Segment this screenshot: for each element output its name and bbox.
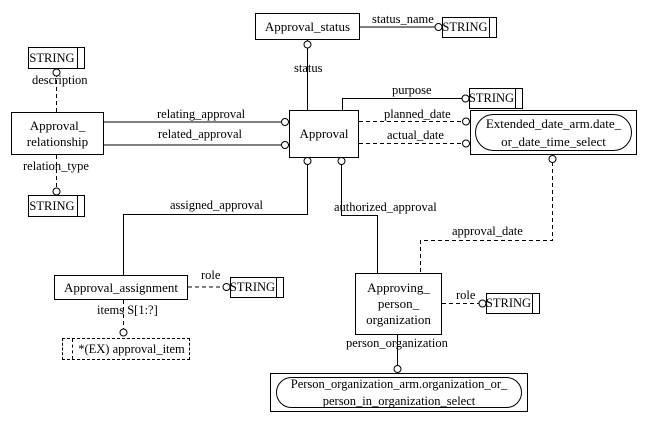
label-status-name: status_name (372, 12, 434, 26)
label-status: status (294, 61, 323, 75)
double-edge (532, 294, 533, 313)
select-person-organization-stadium: Person_organization_arm.organization_or_… (276, 377, 522, 408)
approving-line1: Approving_ (367, 280, 430, 296)
approval-item-inner-line (72, 339, 73, 359)
string-label: STRING (485, 296, 532, 310)
type-string-role-approving: STRING (486, 293, 540, 314)
entity-approval: Approval (289, 110, 359, 158)
type-string-role-assignment: STRING (230, 277, 284, 298)
string-label: STRING (442, 20, 488, 34)
string-label: STRING (29, 50, 75, 65)
select-person-organization: Person_organization_arm.organization_or_… (270, 373, 528, 412)
entity-approval-status-label: Approval_status (264, 18, 351, 34)
label-actual-date: actual_date (387, 128, 444, 142)
label-authorized-approval: authorized_approval (334, 200, 437, 214)
string-label: STRING (29, 198, 75, 213)
approving-line3: organization (366, 311, 431, 327)
external-entity-approval-item: *(EX) approval_item (62, 338, 190, 360)
double-edge (77, 48, 78, 68)
label-role-assignment: role (201, 268, 221, 282)
label-items: items S[1:?] (97, 303, 158, 317)
double-edge (276, 278, 277, 297)
entity-approval-assignment: Approval_assignment (54, 275, 188, 300)
double-edge (489, 18, 490, 37)
label-person-organization: person_organization (346, 336, 448, 350)
type-string-purpose: STRING (469, 88, 523, 109)
label-approval-date: approval_date (452, 224, 523, 238)
label-description: description (32, 73, 88, 87)
approving-line2: person_ (377, 296, 420, 312)
label-relation-type: relation_type (23, 159, 89, 173)
double-edge (515, 89, 516, 108)
entity-approval-relationship: Approval_ relationship (11, 112, 104, 155)
extended-date-line1: Extended_date_arm.date_ (485, 115, 622, 131)
extended-date-line2: or_date_time_select (501, 133, 606, 149)
label-assigned-approval: assigned_approval (170, 198, 264, 212)
entity-approval-relationship-line2: relationship (26, 133, 89, 149)
entity-approval-label: Approval (299, 126, 349, 142)
label-related-approval: related_approval (158, 127, 242, 141)
entity-approval-relationship-line1: Approval_ (29, 117, 86, 133)
entity-approving-person-organization: Approving_ person_ organization (355, 273, 442, 335)
string-label: STRING (229, 280, 276, 294)
label-relating-approval: relating_approval (157, 107, 246, 121)
label-purpose: purpose (392, 83, 432, 97)
person-org-line1: Person_organization_arm.organization_or_ (290, 376, 508, 391)
select-extended-date: Extended_date_arm.date_ or_date_time_sel… (470, 110, 637, 155)
approval-item-label: *(EX) approval_item (78, 341, 185, 356)
type-string-status-name: STRING (442, 17, 497, 38)
select-extended-date-stadium: Extended_date_arm.date_ or_date_time_sel… (475, 114, 632, 151)
label-role-approving: role (456, 288, 476, 302)
type-string-relation-type: STRING (28, 195, 85, 217)
double-edge (77, 196, 78, 216)
label-planned-date: planned_date (384, 107, 451, 121)
person-org-line2: person_in_organization_select (322, 393, 476, 408)
type-string-description: STRING (28, 47, 85, 69)
entity-approval-status: Approval_status (255, 13, 360, 40)
entity-approval-assignment-label: Approval_assignment (63, 279, 179, 295)
string-label: STRING (468, 91, 515, 105)
